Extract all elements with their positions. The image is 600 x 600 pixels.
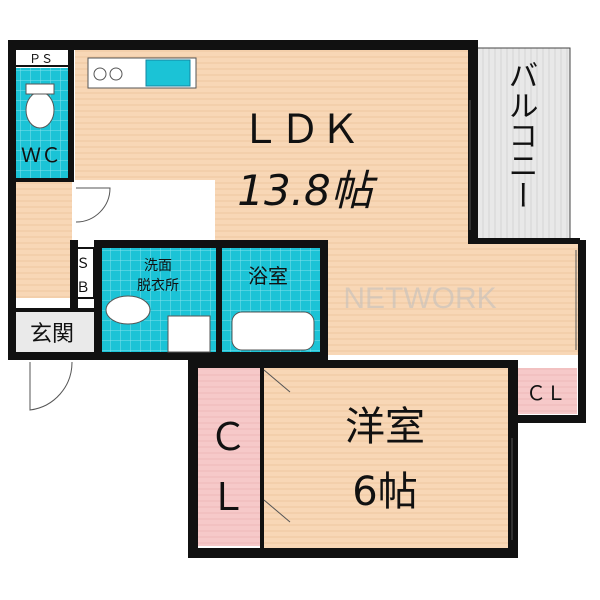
ldk-label: ＬＤＫ (240, 107, 360, 153)
closet-large-label-1: Ｃ (209, 415, 247, 459)
bedroom-label: 洋室 (345, 404, 425, 450)
ps-label: ＰＳ (29, 52, 53, 66)
windows (469, 100, 577, 540)
ldk-size: 13.8帖 (237, 166, 378, 215)
closet-small-label: ＣＬ (526, 381, 566, 405)
washroom-label-2: 脱衣所 (137, 278, 179, 294)
wc-label: ＷＣ (21, 143, 61, 167)
sb-label-b: Ｂ (76, 280, 90, 296)
sb-label-s: Ｓ (76, 256, 90, 272)
balcony-label: バルコニー (503, 60, 538, 210)
hallway (12, 180, 72, 298)
ldk-room (75, 48, 580, 355)
bedroom-size: 6帖 (352, 469, 417, 515)
bedroom-room (262, 368, 510, 553)
entrance-label: 玄関 (30, 322, 74, 347)
door-swings (29, 187, 291, 523)
bath-label: 浴室 (248, 264, 288, 288)
closet-small (515, 368, 577, 414)
watermark: NETWORK (343, 282, 496, 315)
walls (8, 40, 586, 558)
balcony (469, 47, 571, 241)
fixtures (25, 57, 315, 353)
closet-large (196, 368, 260, 546)
entrance (12, 312, 94, 356)
closet-large-label-2: Ｌ (209, 475, 247, 519)
washroom-label-1: 洗面 (144, 258, 172, 274)
